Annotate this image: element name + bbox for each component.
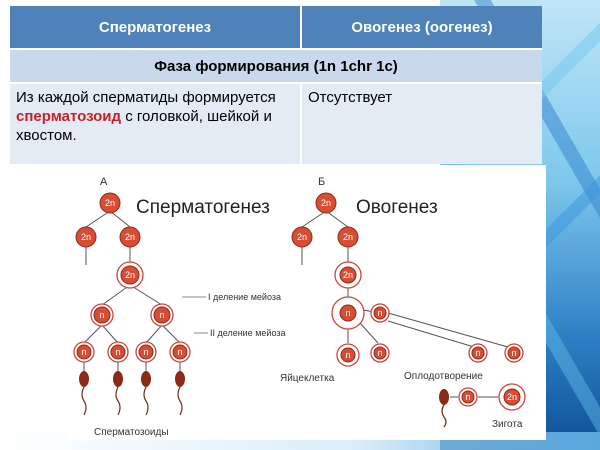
phase-row: Фаза формирования (1n 1chr 1c) <box>10 48 542 83</box>
svg-text:n: n <box>475 348 480 358</box>
cell-text-before: Из каждой сперматиды формируется <box>16 89 276 106</box>
svg-text:n: n <box>81 347 86 357</box>
svg-text:n: n <box>177 347 182 357</box>
title-oogenesis: Овогенез <box>356 197 438 218</box>
cell-n: n <box>73 341 95 363</box>
cell-n: n <box>135 341 157 363</box>
svg-text:2n: 2n <box>125 270 135 280</box>
cell-2n: 2n <box>116 261 144 289</box>
cell-n: n <box>90 303 114 327</box>
table-header-row: Сперматогенез Овогенез (оогенез) <box>10 6 542 49</box>
cell-n: n <box>458 387 478 407</box>
gametogenesis-diagram: А Б Сперматогенез Овогенез 2n 2n 2n 2n n… <box>66 165 546 440</box>
header-oogenesis: Овогенез (оогенез) <box>301 6 542 49</box>
spermatozoon-icon <box>113 371 123 416</box>
svg-text:2n: 2n <box>343 232 353 242</box>
spermatogenesis-cell: Из каждой сперматиды формируется спермат… <box>10 82 302 164</box>
phase-title: Фаза формирования (1n 1chr 1c) <box>10 48 542 83</box>
svg-text:n: n <box>345 308 350 318</box>
label-b: Б <box>318 176 325 188</box>
spermatozoon-icon <box>79 371 89 416</box>
svg-text:n: n <box>465 392 470 402</box>
diagram-svg: А Б Сперматогенез Овогенез 2n 2n 2n 2n n… <box>73 176 526 438</box>
svg-text:2n: 2n <box>507 392 517 402</box>
spermatozoon-icon <box>141 371 151 416</box>
svg-text:2n: 2n <box>343 270 353 280</box>
spermatozoon-icon <box>439 389 449 428</box>
svg-text:n: n <box>377 348 382 358</box>
svg-text:n: n <box>377 308 382 318</box>
svg-text:n: n <box>345 350 350 360</box>
svg-text:n: n <box>99 310 104 320</box>
label-meiosis-2: II деление мейоза <box>210 328 285 338</box>
highlight-spermatozoon: сперматозоид <box>16 108 122 125</box>
svg-text:2n: 2n <box>125 232 135 242</box>
content-row: Из каждой сперматиды формируется спермат… <box>10 82 542 164</box>
cell-2n: 2n <box>119 226 141 248</box>
cell-2n: 2n <box>75 226 97 248</box>
svg-text:n: n <box>115 347 120 357</box>
cell-2n: 2n <box>291 226 313 248</box>
cell-n: n <box>107 341 129 363</box>
cell-2n: 2n <box>99 192 121 214</box>
cell-2n: 2n <box>315 192 337 214</box>
oogenesis-cell: Отсутствует <box>301 82 542 164</box>
oogenesis-tree: 2n 2n 2n 2n n n n n n n Яйцеклетка Оплод… <box>280 192 526 430</box>
label-meiosis-1: I деление мейоза <box>208 292 281 302</box>
label-a: А <box>100 176 108 188</box>
title-spermatogenesis: Сперматогенез <box>136 197 270 218</box>
svg-text:2n: 2n <box>297 232 307 242</box>
comparison-table: Сперматогенез Овогенез (оогенез) Фаза фо… <box>10 6 542 164</box>
cell-n: n <box>468 343 488 363</box>
cell-n: n <box>370 303 390 323</box>
cell-n: n <box>504 343 524 363</box>
label-fertilization: Оплодотворение <box>404 371 483 382</box>
header-spermatogenesis: Сперматогенез <box>10 6 302 49</box>
zygote-cell: 2n <box>498 383 526 411</box>
label-egg: Яйцеклетка <box>280 373 335 384</box>
cell-text-after: с головкой, шейкой и хвостом. <box>16 108 272 144</box>
cell-2n: 2n <box>337 226 359 248</box>
svg-text:n: n <box>143 347 148 357</box>
svg-text:n: n <box>159 310 164 320</box>
cell-n: n <box>336 343 360 367</box>
svg-text:2n: 2n <box>321 198 331 208</box>
spermatozoon-icon <box>175 371 185 416</box>
label-zygote: Зигота <box>492 419 523 430</box>
cell-n: n <box>150 303 174 327</box>
svg-text:2n: 2n <box>81 232 91 242</box>
cell-n: n <box>169 341 191 363</box>
cell-2n: 2n <box>334 261 362 289</box>
spermatogenesis-tree: 2n 2n 2n 2n n n n n n n Сперматозоиды <box>73 192 191 438</box>
label-spermatozoa: Сперматозоиды <box>94 427 169 438</box>
cell-n: n <box>331 296 365 330</box>
svg-text:n: n <box>511 348 516 358</box>
cell-n: n <box>370 343 390 363</box>
svg-text:2n: 2n <box>105 198 115 208</box>
